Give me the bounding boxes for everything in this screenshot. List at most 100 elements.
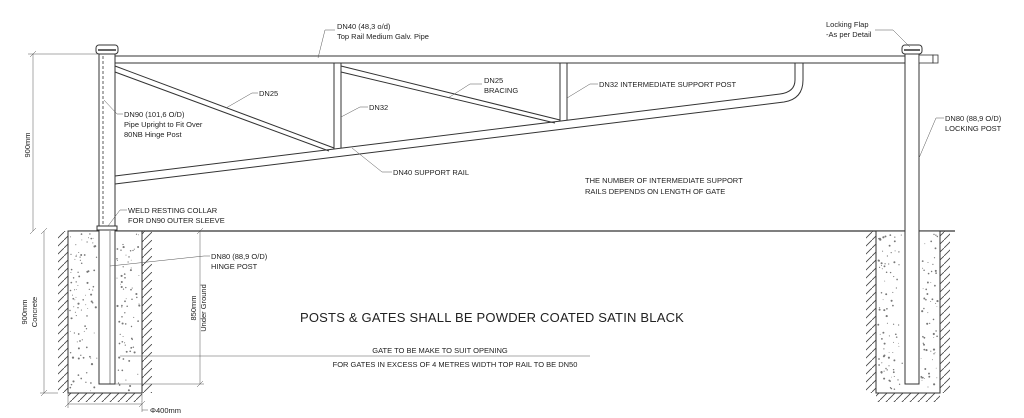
concrete-speckle	[889, 387, 892, 389]
dn80-locking-label-2: LOCKING POST	[945, 124, 1002, 133]
locking-flap-label-1: Locking Flap	[826, 20, 869, 29]
concrete-speckle	[75, 288, 77, 290]
concrete-speckle	[933, 353, 935, 355]
concrete-speckle	[73, 306, 75, 308]
concrete-speckle	[920, 375, 923, 378]
concrete-speckle	[887, 356, 890, 359]
concrete-speckle	[118, 342, 121, 345]
concrete-speckle	[878, 238, 880, 240]
concrete-speckle	[124, 312, 126, 314]
concrete-speckle	[125, 379, 127, 381]
concrete-speckle	[921, 376, 924, 379]
concrete-speckle	[877, 259, 880, 262]
concrete-speckle	[84, 325, 86, 327]
concrete-speckle	[130, 288, 132, 291]
dim-footing-tick-right	[138, 400, 146, 408]
concrete-speckle	[881, 338, 883, 340]
concrete-speckle	[121, 306, 123, 308]
concrete-speckle	[895, 287, 898, 289]
concrete-speckle	[936, 235, 939, 238]
concrete-speckle	[880, 262, 883, 265]
concrete-speckle	[885, 293, 888, 296]
concrete-speckle	[82, 356, 85, 359]
locking-post-group	[901, 44, 939, 385]
dn25-brace-left-1	[114, 65, 335, 149]
dn25-brace-right-1	[340, 65, 561, 121]
concrete-speckle	[926, 281, 929, 284]
main-coating-note: POSTS & GATES SHALL BE POWDER COATED SAT…	[300, 310, 684, 325]
concrete-speckle	[78, 275, 81, 278]
concrete-speckle	[930, 350, 932, 352]
concrete-speckle	[92, 237, 94, 239]
gate-frame	[114, 55, 905, 185]
concrete-speckle	[927, 261, 929, 264]
concrete-speckle	[935, 302, 937, 304]
concrete-speckle	[925, 298, 927, 301]
dn90-label-2: Pipe Upright to Fit Over	[124, 120, 203, 129]
concrete-speckle	[926, 322, 929, 325]
concrete-speckle	[96, 357, 98, 359]
concrete-speckle	[125, 286, 127, 289]
weld-resting-collar	[96, 225, 118, 231]
concrete-speckle	[138, 303, 140, 305]
dim-footing-tick-left	[64, 400, 72, 408]
concrete-speckle	[69, 309, 71, 312]
dn80-locking-label-1: DN80 (88,9 O/D)	[945, 114, 1002, 123]
concrete-speckle	[80, 254, 83, 256]
concrete-speckle	[883, 377, 886, 380]
concrete-speckle	[897, 379, 899, 381]
concrete-speckle	[118, 356, 121, 359]
concrete-speckle	[76, 254, 78, 256]
concrete-speckle	[923, 307, 925, 310]
concrete-speckle	[127, 261, 129, 263]
concrete-speckle	[888, 263, 890, 265]
concrete-speckle	[894, 333, 897, 336]
concrete-speckle	[71, 294, 74, 296]
concrete-speckle	[137, 246, 140, 248]
concrete-speckle	[923, 297, 926, 300]
locking-flap	[918, 54, 934, 64]
concrete-speckle	[131, 287, 133, 289]
dn90-leader	[103, 99, 123, 115]
dn25-bracing-leader	[447, 83, 482, 99]
concrete-speckle	[936, 377, 938, 379]
concrete-speckle	[882, 236, 885, 239]
concrete-speckle	[93, 332, 95, 334]
concrete-speckle	[92, 289, 94, 291]
concrete-speckle	[922, 335, 924, 338]
concrete-speckle	[932, 318, 935, 321]
concrete-speckle	[933, 336, 935, 338]
concrete-speckle	[71, 317, 73, 319]
concrete-speckle	[135, 292, 138, 296]
left-footing-hatch-left	[58, 231, 68, 393]
concrete-speckle	[124, 276, 126, 279]
concrete-speckle	[935, 234, 937, 236]
concrete-speckle	[78, 251, 80, 254]
concrete-speckle	[73, 289, 76, 291]
dn25-bracing-label-2: BRACING	[484, 86, 518, 95]
concrete-speckle	[133, 316, 135, 318]
dn25-brace-right-2	[340, 71, 556, 124]
concrete-speckle	[121, 316, 123, 318]
top-rail-label-1: DN40 (48,3 o/d)	[337, 22, 391, 31]
concrete-speckle	[129, 384, 132, 388]
concrete-speckle	[135, 233, 138, 235]
concrete-speckle	[125, 254, 127, 256]
concrete-speckle	[77, 357, 80, 360]
locking-flap-label-2: -As per Detail	[826, 30, 872, 39]
concrete-speckle	[124, 300, 126, 303]
concrete-speckle	[85, 372, 88, 374]
concrete-speckle	[898, 251, 900, 253]
concrete-speckle	[883, 309, 886, 312]
concrete-speckle	[882, 331, 885, 334]
dim-height-tick-bot	[29, 227, 37, 235]
concrete-speckle	[886, 307, 888, 310]
concrete-speckle	[928, 372, 930, 375]
dn25-label: DN25	[259, 89, 278, 98]
concrete-speckle	[122, 246, 125, 249]
concrete-speckle	[129, 250, 132, 252]
concrete-speckle	[923, 336, 926, 339]
concrete-speckle	[75, 244, 77, 246]
concrete-speckle	[894, 250, 896, 252]
concrete-speckle	[79, 259, 81, 261]
